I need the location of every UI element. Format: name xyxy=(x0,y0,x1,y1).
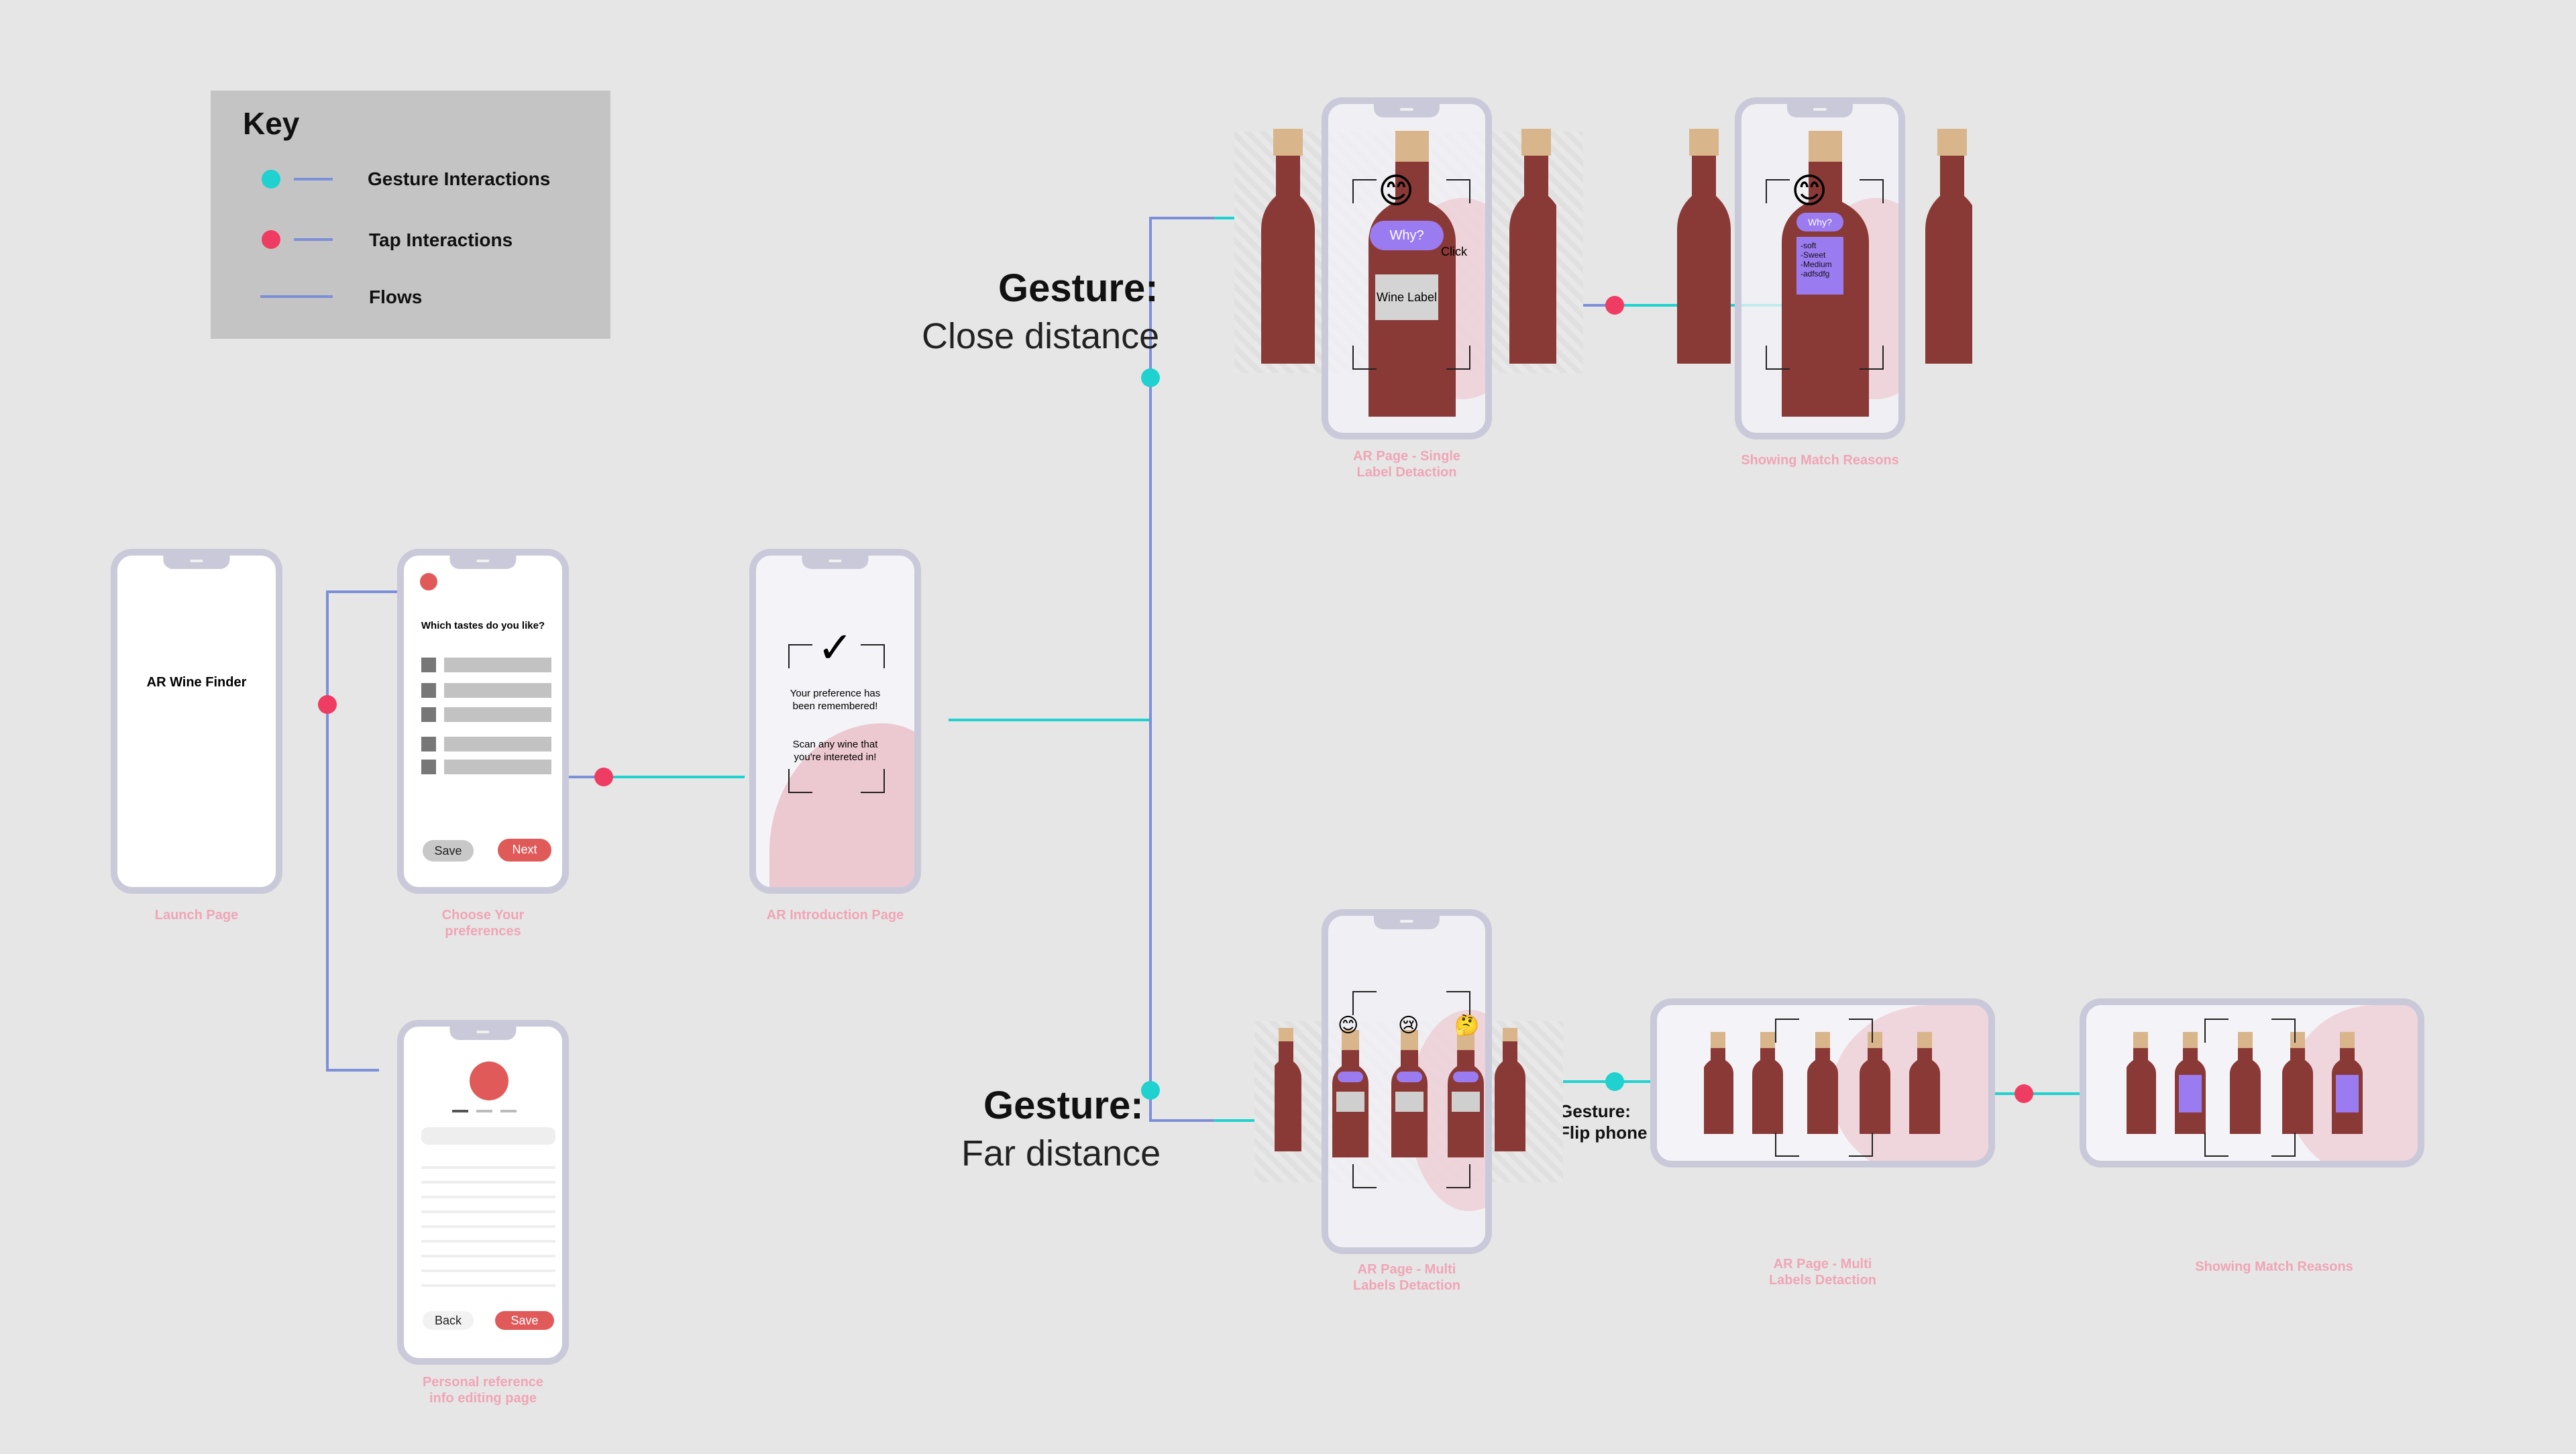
smile-emoji-icon: 😊 xyxy=(1338,1015,1359,1037)
taste-checkbox-4[interactable] xyxy=(421,737,436,751)
ar-single-screen[interactable]: 😊 Why? Click Wine Label xyxy=(1322,97,1492,439)
flow-line-launch xyxy=(326,590,428,1072)
taste-checkbox-2[interactable] xyxy=(421,683,436,698)
wine-bottles-icon xyxy=(1332,1030,1484,1157)
key-label-flows: Flows xyxy=(369,287,423,307)
multi-landscape-screen[interactable] xyxy=(1650,998,1995,1167)
gesture-dot-far xyxy=(1141,1081,1160,1100)
gesture-far-sub: Far distance xyxy=(961,1133,1161,1174)
taste-option-5 xyxy=(444,760,551,774)
check-icon: ✓ xyxy=(817,623,853,672)
click-hint: Click xyxy=(1441,245,1467,258)
gesture-close-sub: Close distance xyxy=(922,316,1160,356)
avatar-icon[interactable] xyxy=(420,573,437,590)
wine-bottles-icon xyxy=(2127,1032,2363,1134)
launch-caption: Launch Page xyxy=(154,908,239,923)
tap-dot-launch xyxy=(318,695,337,714)
match-multi-screen[interactable] xyxy=(2080,998,2424,1167)
key-swatches xyxy=(260,170,333,298)
ar-multi-screen[interactable]: 😊 😢 🤔 xyxy=(1322,909,1492,1254)
match-multi-caption: Showing Match Reasons xyxy=(2195,1259,2353,1274)
taste-option-4 xyxy=(444,737,551,751)
thinking-emoji-icon: 🤔 xyxy=(1454,1015,1480,1037)
match-reasons-panel: -soft -Sweet -Medium -adfsdfg xyxy=(1796,237,1843,295)
save-button[interactable]: Save xyxy=(423,840,474,862)
gesture-dot-flip xyxy=(1605,1072,1624,1091)
gesture-close-title: Gesture: xyxy=(998,266,1159,310)
app-title: AR Wine Finder xyxy=(146,675,247,690)
key-label-tap: Tap Interactions xyxy=(369,229,513,250)
gesture-flip-label: Gesture:Flip phone xyxy=(1559,1101,1648,1143)
ar-intro-caption: AR Introduction Page xyxy=(766,908,904,923)
tap-dot-multi xyxy=(2015,1084,2033,1103)
bottle-row-multi xyxy=(1275,1028,1525,1151)
taste-option-2 xyxy=(444,683,551,698)
personal-info-screen[interactable]: Back Save xyxy=(397,1020,569,1365)
preferences-screen[interactable]: Which tastes do you like? Save Next xyxy=(397,549,569,894)
taste-checkbox-5[interactable] xyxy=(421,760,436,774)
smile-emoji-icon: 😊 xyxy=(1791,172,1828,211)
bottle-group-match xyxy=(1677,129,1972,364)
legend-key: Key Gesture Interactions Tap Interaction… xyxy=(211,91,610,339)
back-button[interactable]: Back xyxy=(423,1311,474,1330)
save-profile-button[interactable]: Save xyxy=(495,1311,554,1330)
next-button[interactable]: Next xyxy=(498,839,551,862)
why-button[interactable]: Why? xyxy=(1370,221,1444,250)
gesture-dot-close xyxy=(1141,368,1160,387)
wine-label[interactable]: Wine Label xyxy=(1375,274,1438,320)
taste-checkbox-3[interactable] xyxy=(421,707,436,722)
taste-option-1 xyxy=(444,658,551,672)
match-single-screen[interactable]: 😊 Why? -soft -Sweet -Medium -adfsdfg xyxy=(1735,97,1905,439)
tap-dot-prefs xyxy=(594,768,613,786)
taste-checkbox-1[interactable] xyxy=(421,658,436,672)
why-button[interactable]: Why? xyxy=(1796,213,1843,231)
match-single-caption: Showing Match Reasons xyxy=(1741,453,1899,468)
tap-dot-single xyxy=(1605,296,1624,315)
taste-question: Which tastes do you like? xyxy=(421,620,545,631)
flow-line-prefs xyxy=(539,776,745,850)
profile-info-list xyxy=(421,1154,555,1288)
profile-field[interactable] xyxy=(421,1127,555,1145)
key-title: Key xyxy=(243,106,300,141)
bottle-group-single xyxy=(1261,129,1556,364)
wine-bottles-icon xyxy=(1704,1032,1940,1134)
sad-emoji-icon: 😢 xyxy=(1398,1015,1419,1037)
key-label-gesture: Gesture Interactions xyxy=(368,168,551,189)
launch-screen[interactable]: AR Wine Finder xyxy=(111,549,282,894)
gesture-far-title: Gesture: xyxy=(983,1084,1144,1127)
taste-option-3 xyxy=(444,707,551,722)
profile-avatar[interactable] xyxy=(470,1061,508,1100)
smile-emoji-icon: 😊 xyxy=(1378,172,1415,211)
